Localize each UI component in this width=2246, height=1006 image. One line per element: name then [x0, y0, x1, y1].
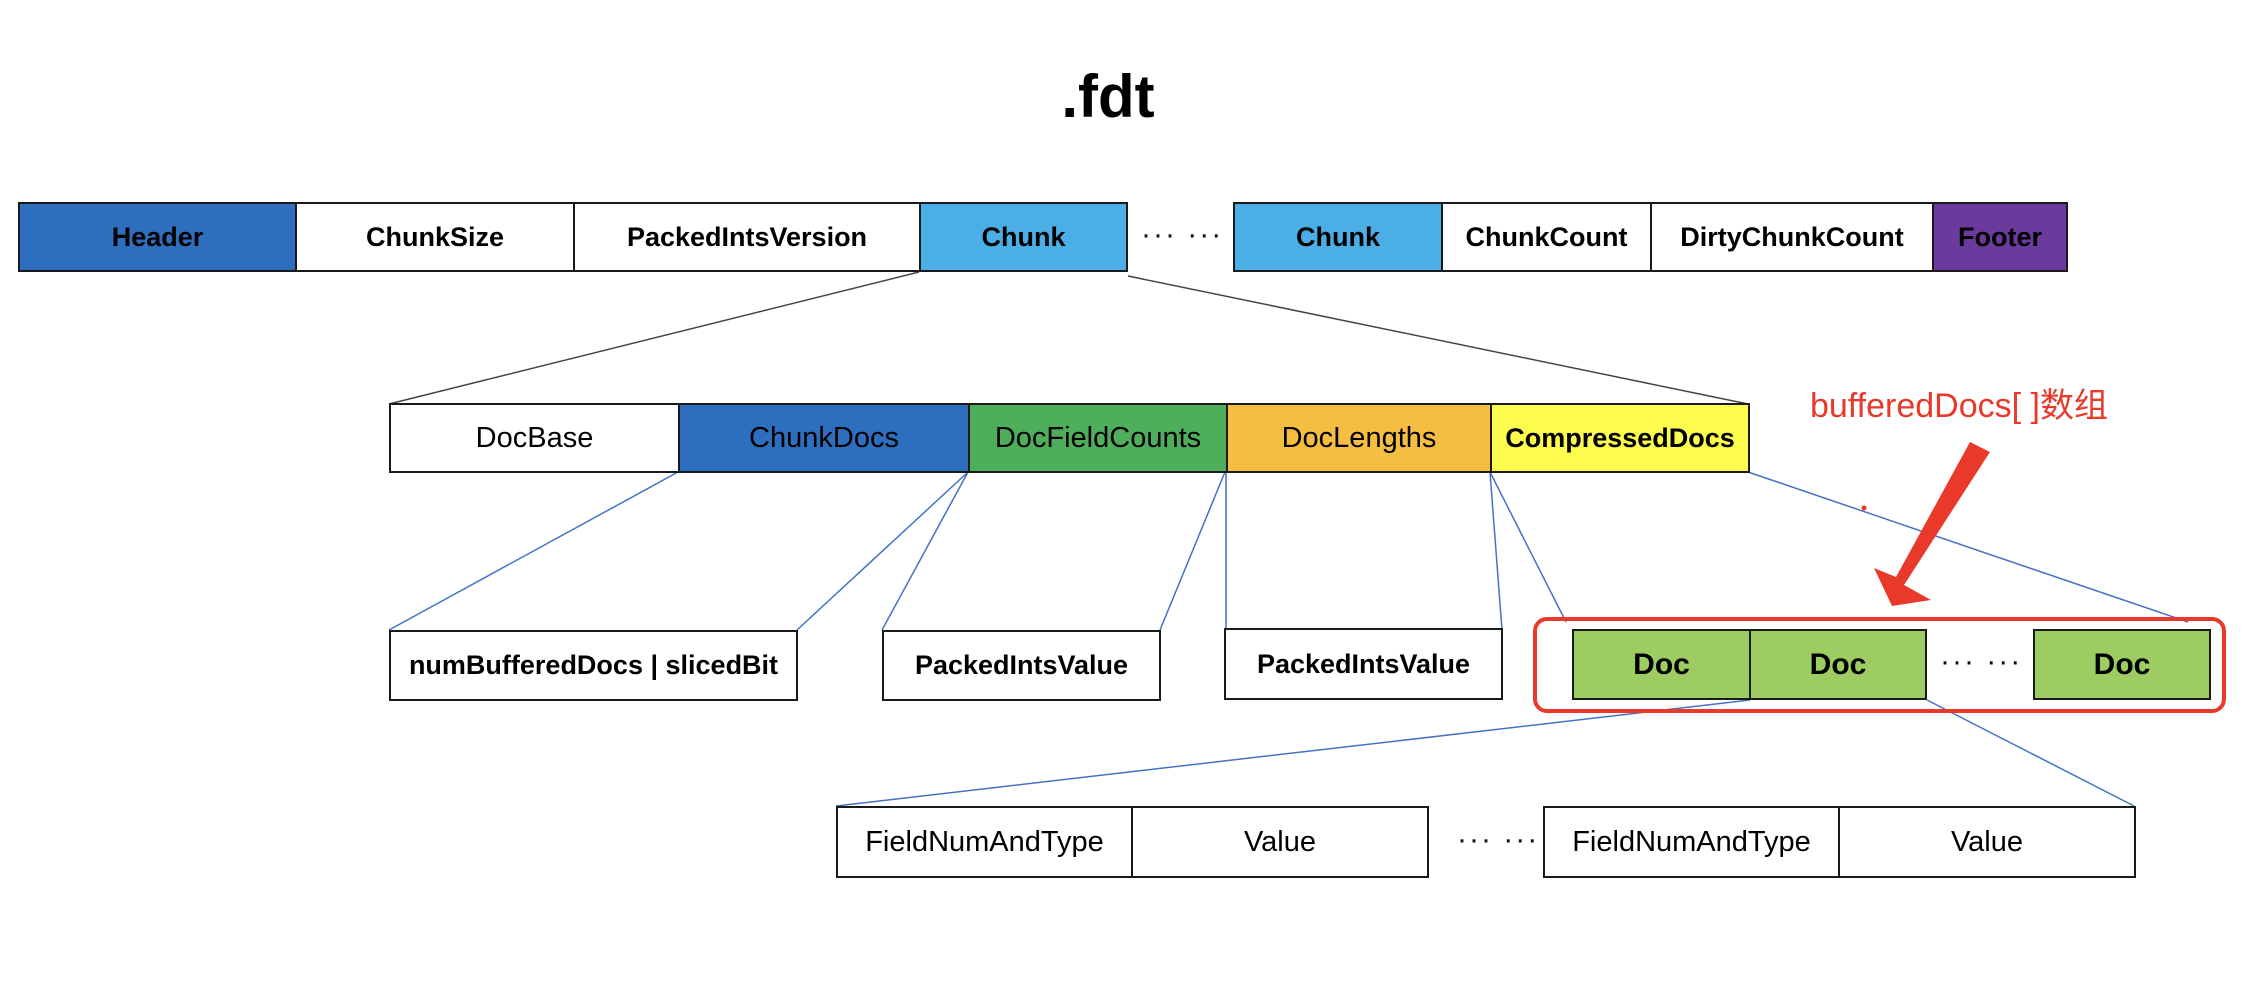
value-cell: Value [1838, 806, 2136, 878]
packed-ints-value-cell: PackedIntsValue [882, 630, 1161, 701]
doc-field-counts-cell: DocFieldCounts [968, 403, 1228, 473]
connector-line [1159, 471, 1226, 631]
field-num-and-type-cell: FieldNumAndType [1543, 806, 1840, 878]
header-cell: Header [18, 202, 297, 272]
chunk-docs-cell: ChunkDocs [678, 403, 970, 473]
field-num-and-type-cell: FieldNumAndType [836, 806, 1133, 878]
diagram-title: .fdt [1061, 63, 1155, 130]
chunk-size-cell: ChunkSize [295, 202, 575, 272]
buffered-docs-callout [1533, 617, 2226, 713]
chunk-cell-last: Chunk [1233, 202, 1443, 272]
doc-cell: Doc [1749, 629, 1927, 700]
doc-cell: Doc [2033, 629, 2211, 700]
chunk-count-cell: ChunkCount [1441, 202, 1652, 272]
connector-line [796, 471, 969, 631]
value-cell: Value [1131, 806, 1429, 878]
connector-line [1489, 471, 1567, 623]
connector-line [881, 471, 969, 631]
arrow-icon [1874, 442, 1990, 606]
connector-line [388, 471, 679, 631]
row3-ellipsis: ··· ··· [1940, 645, 2023, 678]
connector-line [1926, 699, 2135, 807]
chunk-cell: Chunk [919, 202, 1128, 272]
connector-line [1127, 275, 1749, 405]
connector-line [835, 699, 1751, 807]
doc-lengths-cell: DocLengths [1226, 403, 1492, 473]
row1-ellipsis: ··· ··· [1141, 218, 1224, 251]
row4-ellipsis: ··· ··· [1457, 823, 1540, 856]
connector-line [1489, 471, 1503, 631]
buffered-docs-annotation: bufferedDocs[ ]数组 [1810, 387, 2108, 425]
doc-base-cell: DocBase [389, 403, 680, 473]
dirty-chunk-count-cell: DirtyChunkCount [1650, 202, 1934, 272]
connector-line [388, 271, 920, 405]
doc-cell: Doc [1572, 629, 1751, 700]
dot-mark [1861, 505, 1867, 511]
num-buffered-docs-cell: numBufferedDocs | slicedBit [389, 630, 798, 701]
connector-line [1747, 471, 2189, 623]
compressed-docs-cell: CompressedDocs [1490, 403, 1750, 473]
packed-ints-version-cell: PackedIntsVersion [573, 202, 921, 272]
footer-cell: Footer [1932, 202, 2068, 272]
packed-ints-value-cell: PackedIntsValue [1224, 628, 1503, 700]
